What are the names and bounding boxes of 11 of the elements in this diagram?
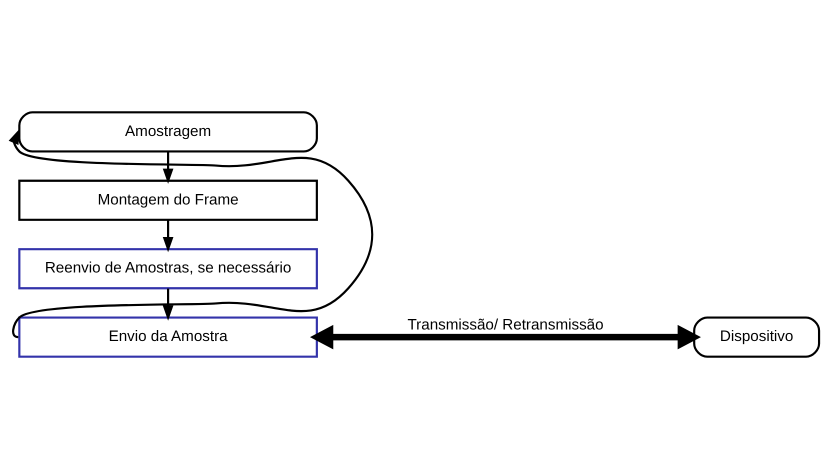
node-box: Envio da Amostra [18, 316, 318, 358]
arrow [310, 324, 701, 349]
node-box: Dispositivo [693, 316, 820, 358]
arrow [8, 128, 374, 338]
arrow [162, 220, 174, 252]
node-box: Montagem do Frame [18, 179, 318, 220]
arrow [162, 151, 174, 184]
node-box: Amostragem [18, 110, 318, 152]
edge-label: Transmissão/ Retransmissão [407, 316, 604, 334]
node-box: Reenvio de Amostras, se necessário [18, 248, 318, 289]
arrow [162, 288, 174, 320]
